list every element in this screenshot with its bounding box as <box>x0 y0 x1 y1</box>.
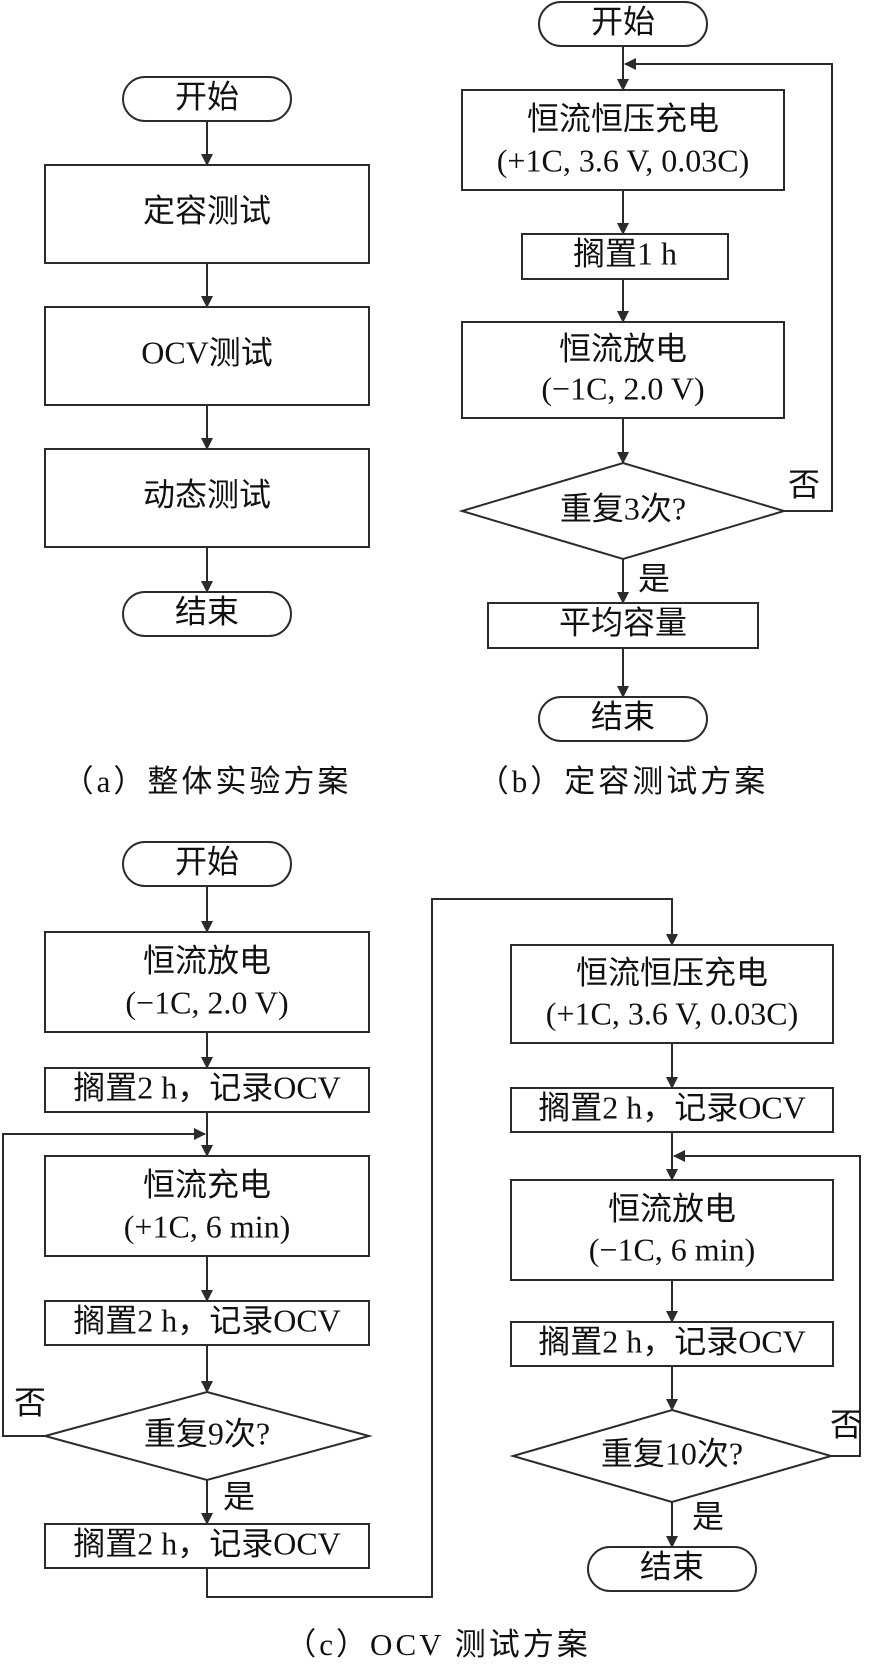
b-no-loop-arrow <box>624 58 833 512</box>
c-right-rest-record-2-box <box>510 1321 834 1367</box>
b-cccv-charge-label: 恒流恒压充电 <box>527 100 719 136</box>
a-end-label: 结束 <box>175 593 239 629</box>
c-left-rest-record-3-label: 搁置2 h，记录OCV <box>73 1525 341 1561</box>
c-right-rest-record-1-label: 搁置2 h，记录OCV <box>538 1089 806 1125</box>
c-right-cc-discharge-label: 恒流放电 <box>608 1190 736 1226</box>
c-left-rest-record-1-box <box>44 1067 370 1113</box>
c-left-rest-record-2-box <box>44 1300 370 1346</box>
a-capacity-test-label: 定容测试 <box>143 192 271 228</box>
panel-a: 开始 定容测试 OCV测试 动态测试 结束 （a）整体实验方案 <box>44 76 370 799</box>
b-no-label: 否 <box>788 466 820 502</box>
c-left-decision-label: 重复9次? <box>144 1415 270 1451</box>
c-left-rest-record-3-box <box>44 1523 370 1569</box>
b-start-label: 开始 <box>591 3 655 39</box>
c-start-label: 开始 <box>175 843 239 879</box>
b-rest-box <box>521 233 729 280</box>
c-right-rest-record-2-label: 搁置2 h，记录OCV <box>538 1323 806 1359</box>
c-left-cc-discharge-params: (−1C, 2.0 V) <box>125 984 288 1020</box>
a-dynamic-test-label: 动态测试 <box>143 476 271 512</box>
c-left-rest-record-2-label: 搁置2 h，记录OCV <box>73 1302 341 1338</box>
c-right-no-loop-arrow <box>673 1150 861 1457</box>
a-ocv-test-label: OCV测试 <box>141 334 273 370</box>
a-end-terminal <box>122 591 292 637</box>
c-right-decision-label: 重复10次? <box>601 1435 743 1471</box>
c-left-no-label: 否 <box>14 1384 46 1420</box>
b-end-terminal <box>538 696 708 742</box>
panel-c-right: 恒流恒压充电 (+1C, 3.6 V, 0.03C) 搁置2 h，记录OCV 恒… <box>509 944 862 1592</box>
c-right-no-label: 否 <box>830 1406 862 1442</box>
c-right-cc-discharge-params: (−1C, 6 min) <box>589 1231 755 1267</box>
c-left-cc-charge-box <box>44 1155 370 1257</box>
b-cc-discharge-box <box>461 321 785 419</box>
b-cccv-charge-box <box>461 89 785 191</box>
panel-c-left: 开始 恒流放电 (−1C, 2.0 V) 搁置2 h，记录OCV 恒流充电 (+… <box>2 841 678 1598</box>
a-dynamic-test-box <box>44 448 370 548</box>
c-right-yes-label: 是 <box>692 1498 724 1534</box>
b-yes-label: 是 <box>638 560 670 596</box>
b-end-label: 结束 <box>591 698 655 734</box>
c-left-cc-discharge-box <box>44 931 370 1033</box>
a-caption: （a）整体实验方案 <box>63 764 352 799</box>
b-cc-discharge-params: (−1C, 2.0 V) <box>541 370 704 406</box>
c-left-rest-record-1-label: 搁置2 h，记录OCV <box>73 1069 341 1105</box>
b-cc-discharge-label: 恒流放电 <box>559 330 687 366</box>
c-right-cccv-charge-box <box>510 944 834 1044</box>
a-start-label: 开始 <box>175 78 239 114</box>
c-left-cc-discharge-label: 恒流放电 <box>143 942 271 978</box>
b-rest-label: 搁置1 h <box>573 235 677 271</box>
panel-b: 开始 恒流恒压充电 (+1C, 3.6 V, 0.03C) 搁置1 h 恒流放电… <box>458 1 833 799</box>
c-right-cc-discharge-box <box>510 1179 834 1281</box>
c-left-yes-label: 是 <box>223 1478 255 1514</box>
c-end-terminal <box>587 1546 757 1592</box>
c-connector-arrow <box>206 898 678 1598</box>
c-end-label: 结束 <box>640 1548 704 1584</box>
c-left-cc-charge-label: 恒流充电 <box>143 1166 271 1202</box>
b-caption: （b）定容测试方案 <box>478 764 769 799</box>
c-left-no-loop-arrow <box>2 1128 206 1437</box>
c-caption: （c）OCV 测试方案 <box>285 1627 590 1662</box>
c-left-cc-charge-params: (+1C, 6 min) <box>124 1208 290 1244</box>
c-right-cccv-charge-params: (+1C, 3.6 V, 0.03C) <box>546 995 798 1031</box>
c-right-cccv-charge-label: 恒流恒压充电 <box>576 954 768 990</box>
a-capacity-test-box <box>44 164 370 264</box>
b-decision-label: 重复3次? <box>560 490 686 526</box>
b-avg-capacity-box <box>487 602 759 649</box>
b-cccv-charge-params: (+1C, 3.6 V, 0.03C) <box>497 142 749 178</box>
b-avg-capacity-label: 平均容量 <box>559 604 687 640</box>
